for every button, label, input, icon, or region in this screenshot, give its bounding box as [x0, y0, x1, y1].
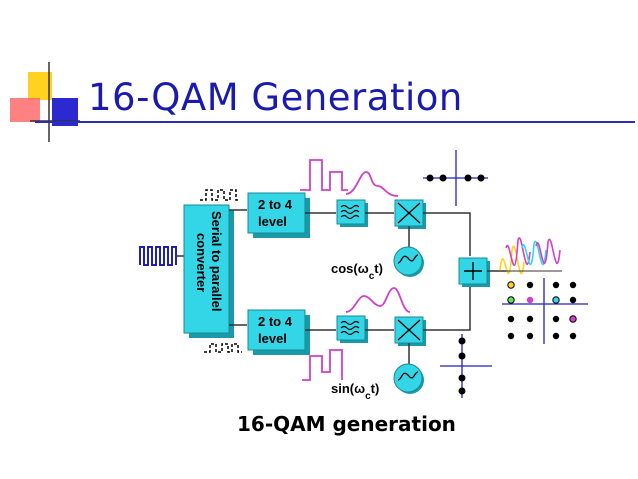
cos-carrier-label: cos(ωct): [331, 261, 383, 282]
oscillator-cos: [393, 246, 424, 277]
logo-yellow-square: [28, 72, 52, 100]
wire-mixer-adder-bottom: [423, 284, 471, 331]
diagram-caption: 16-QAM generation: [237, 412, 456, 436]
output-qam-waveform: [498, 237, 562, 275]
sin-carrier-label: sin(ωct): [331, 381, 379, 402]
serial-to-parallel-block: [183, 204, 234, 338]
adder-block: [458, 257, 490, 287]
oscillator-sin: [393, 363, 424, 394]
level-top-line1: 2 to 4: [258, 197, 293, 212]
lowpass-filter-top: [336, 199, 368, 227]
mixer-bottom: [394, 316, 426, 346]
wire-mixer-adder-top: [423, 212, 471, 256]
bottom-parallel-waveform: [204, 343, 242, 353]
mixer-top: [394, 199, 426, 229]
level-converter-bottom-block: [247, 309, 310, 355]
converter-label-line2: converter: [194, 233, 209, 292]
input-serial-waveform: [139, 246, 177, 266]
quadrature-constellation: [440, 334, 492, 398]
level-top-line2: level: [258, 214, 287, 229]
inphase-constellation: [423, 150, 488, 206]
slide-title: 16-QAM Generation: [88, 76, 463, 119]
lowpass-filter-bottom: [336, 315, 368, 343]
level-converter-top-block: [247, 192, 310, 238]
level-bottom-line1: 2 to 4: [258, 314, 293, 329]
bottom-multilevel-waveform: [302, 349, 343, 381]
top-shaped-pulse: [345, 171, 399, 197]
top-parallel-waveform: [200, 189, 240, 201]
level-bottom-line2: level: [258, 331, 287, 346]
logo-red-square: [10, 98, 40, 122]
top-multilevel-waveform: [300, 159, 348, 191]
title-underline: [35, 121, 635, 123]
qam16-constellation: [502, 278, 588, 344]
bottom-shaped-pulse: [345, 287, 411, 313]
converter-label-line1: Serial to parallel: [209, 211, 224, 311]
